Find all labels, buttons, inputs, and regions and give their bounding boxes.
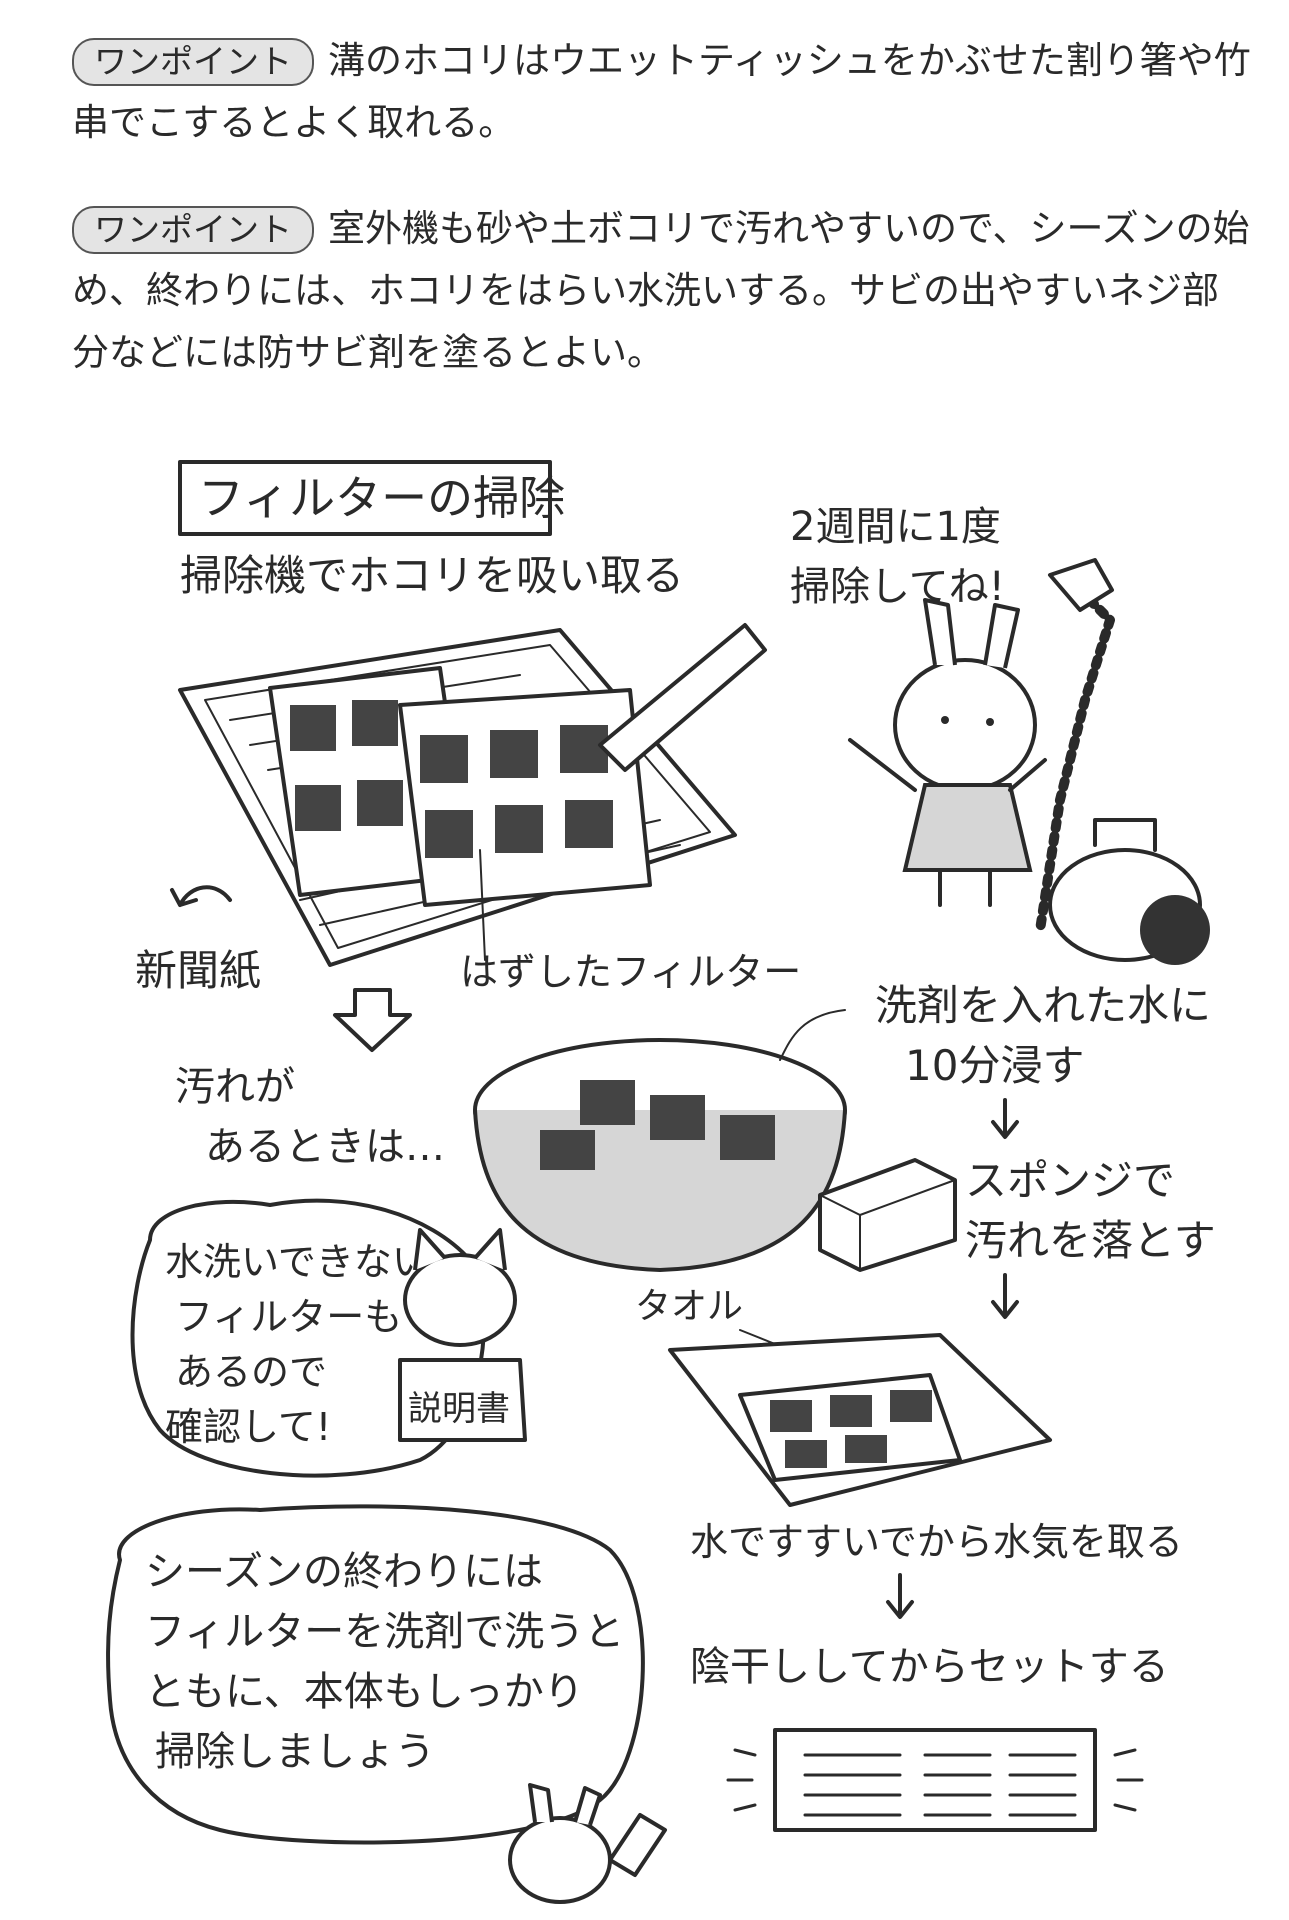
one-point-badge: ワンポイント (72, 38, 314, 86)
newspaper-label: 新聞紙 (135, 946, 261, 995)
vacuum-nozzle-icon (598, 623, 767, 772)
sponge-step-line2: 汚れを落とす (965, 1216, 1216, 1265)
down-arrow-icon (333, 988, 412, 1052)
towel-with-filter-icon (668, 1333, 1052, 1507)
rabbit-note-line1: 2週間に1度 (790, 504, 1001, 550)
dry-step: 陰干ししてからセットする (690, 1644, 1169, 1690)
rabbit-with-rag-icon (508, 1783, 667, 1904)
rabbit-note-line2: 掃除してね! (790, 564, 1005, 610)
sponge-icon (818, 1158, 957, 1272)
tip-paragraph-1: ワンポイント溝のホコリはウエットティッシュをかぶせた割り箸や竹串でこするとよく取… (72, 30, 1252, 154)
tip-paragraph-2: ワンポイント室外機も砂や土ボコリで汚れやすいので、シーズンの始め、終わりには、ホ… (72, 198, 1252, 384)
cat-note-line3: あるので (175, 1350, 327, 1394)
down-arrow-icon (886, 1573, 914, 1619)
down-arrow-icon (991, 1098, 1019, 1139)
wash-bowl-icon (473, 1038, 847, 1273)
down-arrow-icon (991, 1273, 1019, 1319)
towel-label: タオル (635, 1286, 743, 1327)
arrow-icon (170, 885, 232, 907)
season-note-line4: 掃除しましょう (155, 1729, 435, 1775)
illustration-title: フィルターの掃除 (198, 471, 565, 525)
dirty-note-line2: あるときは… (205, 1124, 445, 1170)
tip-text-2: 室外機も砂や土ボコリで汚れやすいので、シーズンの始め、終わりには、ホコリをはらい… (72, 207, 1250, 374)
manual-label: 説明書 (408, 1389, 510, 1429)
one-point-badge: ワンポイント (72, 206, 314, 254)
rabbit-with-vacuum-icon (848, 558, 1210, 965)
tip-text-1: 溝のホコリはウエットティッシュをかぶせた割り箸や竹串でこするとよく取れる。 (72, 39, 1251, 144)
season-note-line2: フィルターを洗剤で洗うと (145, 1609, 624, 1655)
dirty-note-line1: 汚れが (175, 1064, 295, 1110)
filter-icon (268, 666, 652, 907)
soak-step-line1: 洗剤を入れた水に (875, 981, 1211, 1030)
vacuum-step-label: 掃除機でホコリを吸い取る (180, 551, 684, 600)
cat-note-line2: フィルターも (175, 1295, 402, 1339)
soak-step-line2: 10分浸す (905, 1041, 1084, 1090)
rinse-step: 水ですすいでから水気を取る (690, 1520, 1183, 1564)
cat-note-line1: 水洗いできない (165, 1240, 430, 1284)
removed-filter-label: はずしたフィルター (460, 950, 801, 994)
sponge-step-line1: スポンジで (965, 1156, 1175, 1205)
cat-with-manual-icon (398, 1228, 527, 1442)
season-note-line3: ともに、本体もしっかり (145, 1669, 584, 1715)
cat-note-line4: 確認して! (165, 1405, 331, 1449)
title-box (178, 460, 552, 536)
air-conditioner-icon (726, 1728, 1144, 1832)
season-speech-bubble (106, 1504, 645, 1845)
season-note-line1: シーズンの終わりには (145, 1549, 543, 1595)
